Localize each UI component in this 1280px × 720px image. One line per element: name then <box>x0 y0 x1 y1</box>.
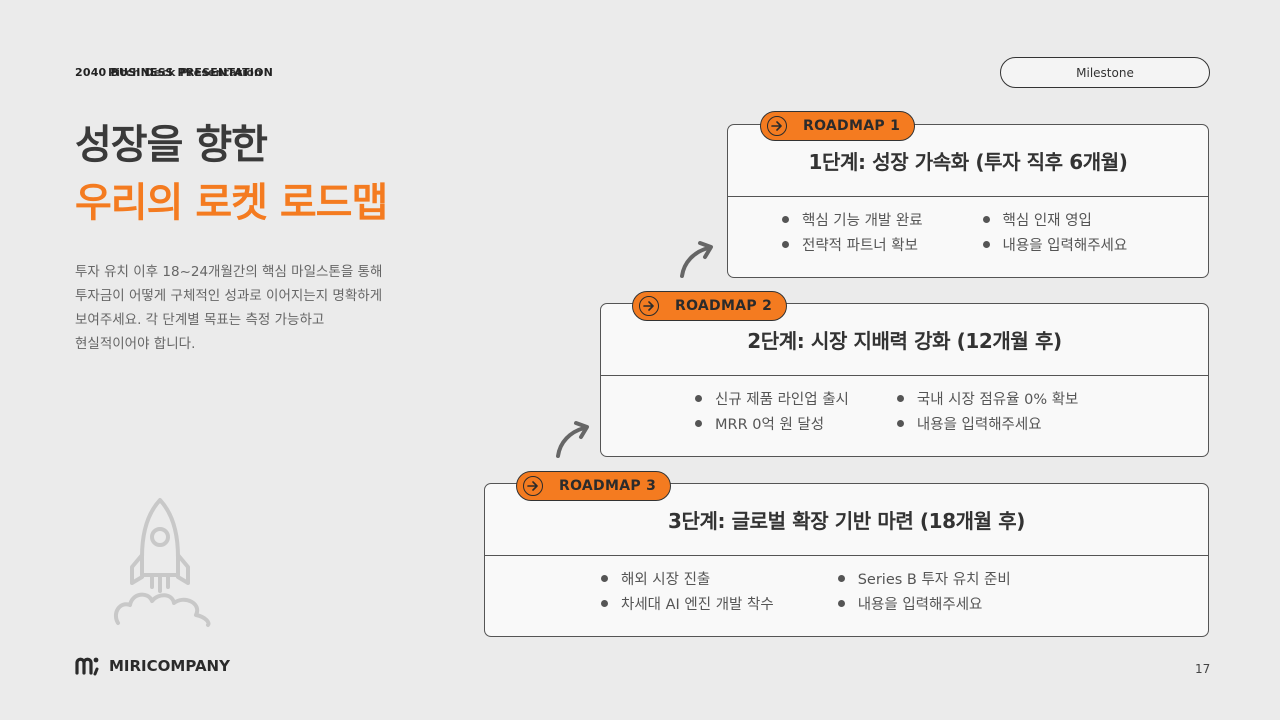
roadmap-tag-3: ROADMAP 3 <box>516 471 671 501</box>
roadmap-card-2: 2단계: 시장 지배력 강화 (12개월 후) 신규 제품 라인업 출시 국내 … <box>600 303 1209 457</box>
roadmap-tag-2: ROADMAP 2 <box>632 291 787 321</box>
bullet-dot <box>982 216 990 223</box>
arrow-circle-right-icon <box>767 116 787 136</box>
rocket-icon <box>113 498 211 627</box>
description-line: 보여주세요. 각 단계별 목표는 측정 가능하고 <box>75 312 325 328</box>
bullet-text: 핵심 인재 영입 <box>1002 213 1092 229</box>
bullet-text: 국내 시장 점유율 0% 확보 <box>916 392 1079 408</box>
roadmap-tag-label: ROADMAP 3 <box>559 478 657 494</box>
bullet-dot <box>782 241 789 248</box>
bullet-dot <box>982 241 990 248</box>
bullet-text: 핵심 기능 개발 완료 <box>802 213 923 229</box>
brand-logo-icon <box>75 657 99 676</box>
bullet-item: Series B 투자 유치 준비 <box>837 568 1011 589</box>
bullet-item: 전략적 파트너 확보 <box>782 234 923 255</box>
bullet-dot <box>782 216 789 223</box>
bullet-dot <box>837 575 845 582</box>
bullet-text: Series B 투자 유치 준비 <box>857 572 1011 588</box>
bullet-text: MRR 0억 원 달성 <box>715 417 825 433</box>
curved-arrow-icon <box>680 241 713 278</box>
roadmap-title: 3단계: 글로벌 확장 기반 마련 (18개월 후) <box>485 484 1208 556</box>
brand-name: MIRICOMPANY <box>109 657 230 675</box>
title-line-1: 성장을 향한 <box>75 122 268 168</box>
bullet-item: 내용을 입력해주세요 <box>982 234 1128 255</box>
bullet-text: 내용을 입력해주세요 <box>1002 238 1128 254</box>
bullet-text: 내용을 입력해주세요 <box>857 597 983 613</box>
roadmap-tag-label: ROADMAP 1 <box>803 118 901 134</box>
bullet-item: 핵심 기능 개발 완료 <box>782 209 923 230</box>
bullet-dot <box>695 420 702 427</box>
roadmap-card-1: 1단계: 성장 가속화 (투자 직후 6개월) 핵심 기능 개발 완료 핵심 인… <box>727 124 1209 278</box>
bullet-text: 신규 제품 라인업 출시 <box>715 392 849 408</box>
bullet-text: 해외 시장 진출 <box>621 572 711 588</box>
bullet-item: 내용을 입력해주세요 <box>896 413 1079 434</box>
bullet-dot <box>896 420 904 427</box>
milestone-pill-label: Milestone <box>1076 65 1134 80</box>
bullet-text: 내용을 입력해주세요 <box>916 417 1042 433</box>
bullet-text: 전략적 파트너 확보 <box>802 238 918 254</box>
bullet-dot <box>896 395 904 402</box>
roadmap-tag-label: ROADMAP 2 <box>675 298 773 314</box>
roadmap-card-3: 3단계: 글로벌 확장 기반 마련 (18개월 후) 해외 시장 진출 Seri… <box>484 483 1209 637</box>
arrow-circle-right-icon <box>523 476 543 496</box>
roadmap-title: 2단계: 시장 지배력 강화 (12개월 후) <box>601 304 1208 376</box>
bullet-item: 내용을 입력해주세요 <box>837 593 1011 614</box>
bullet-item: 차세대 AI 엔진 개발 착수 <box>601 593 774 614</box>
description-line: 투자 유치 이후 18~24개월간의 핵심 마일스톤을 통해 <box>75 264 383 280</box>
bullet-item: 핵심 인재 영입 <box>982 209 1128 230</box>
bullet-dot <box>837 600 845 607</box>
arrow-circle-right-icon <box>639 296 659 316</box>
description-line: 현실적이어야 합니다. <box>75 336 196 352</box>
description: 투자 유치 이후 18~24개월간의 핵심 마일스톤을 통해 투자금이 어떻게 … <box>75 260 435 356</box>
roadmap-tag-1: ROADMAP 1 <box>760 111 915 141</box>
bullet-item: MRR 0억 원 달성 <box>695 413 849 434</box>
brand: MIRICOMPANY <box>75 655 230 677</box>
page-number: 17 <box>1195 662 1211 676</box>
milestone-pill: Milestone <box>1000 57 1210 88</box>
curved-arrow-icon <box>556 421 589 458</box>
page-title: 성장을 향한 우리의 로켓 로드맵 <box>75 116 388 232</box>
roadmap-bullets: 신규 제품 라인업 출시 국내 시장 점유율 0% 확보 MRR 0억 원 달성… <box>695 388 1078 434</box>
bullet-dot <box>601 575 608 582</box>
overline-text-a: 2040 BUSINESS PRESENTATION <box>75 66 274 79</box>
roadmap-bullets: 핵심 기능 개발 완료 핵심 인재 영입 전략적 파트너 확보 내용을 입력해주… <box>782 209 1127 255</box>
bullet-dot <box>601 600 608 607</box>
overline-text-b: Pitch Deck Presentation <box>108 66 263 79</box>
bullet-item: 해외 시장 진출 <box>601 568 774 589</box>
bullet-text: 차세대 AI 엔진 개발 착수 <box>621 597 774 613</box>
roadmap-bullets: 해외 시장 진출 Series B 투자 유치 준비 차세대 AI 엔진 개발 … <box>601 568 1011 614</box>
bullet-dot <box>695 395 702 402</box>
description-line: 투자금이 어떻게 구체적인 성과로 이어지는지 명확하게 <box>75 288 383 304</box>
title-line-2: 우리의 로켓 로드맵 <box>75 180 388 226</box>
bullet-item: 신규 제품 라인업 출시 <box>695 388 849 409</box>
roadmap-title: 1단계: 성장 가속화 (투자 직후 6개월) <box>728 125 1208 197</box>
bullet-item: 국내 시장 점유율 0% 확보 <box>896 388 1079 409</box>
